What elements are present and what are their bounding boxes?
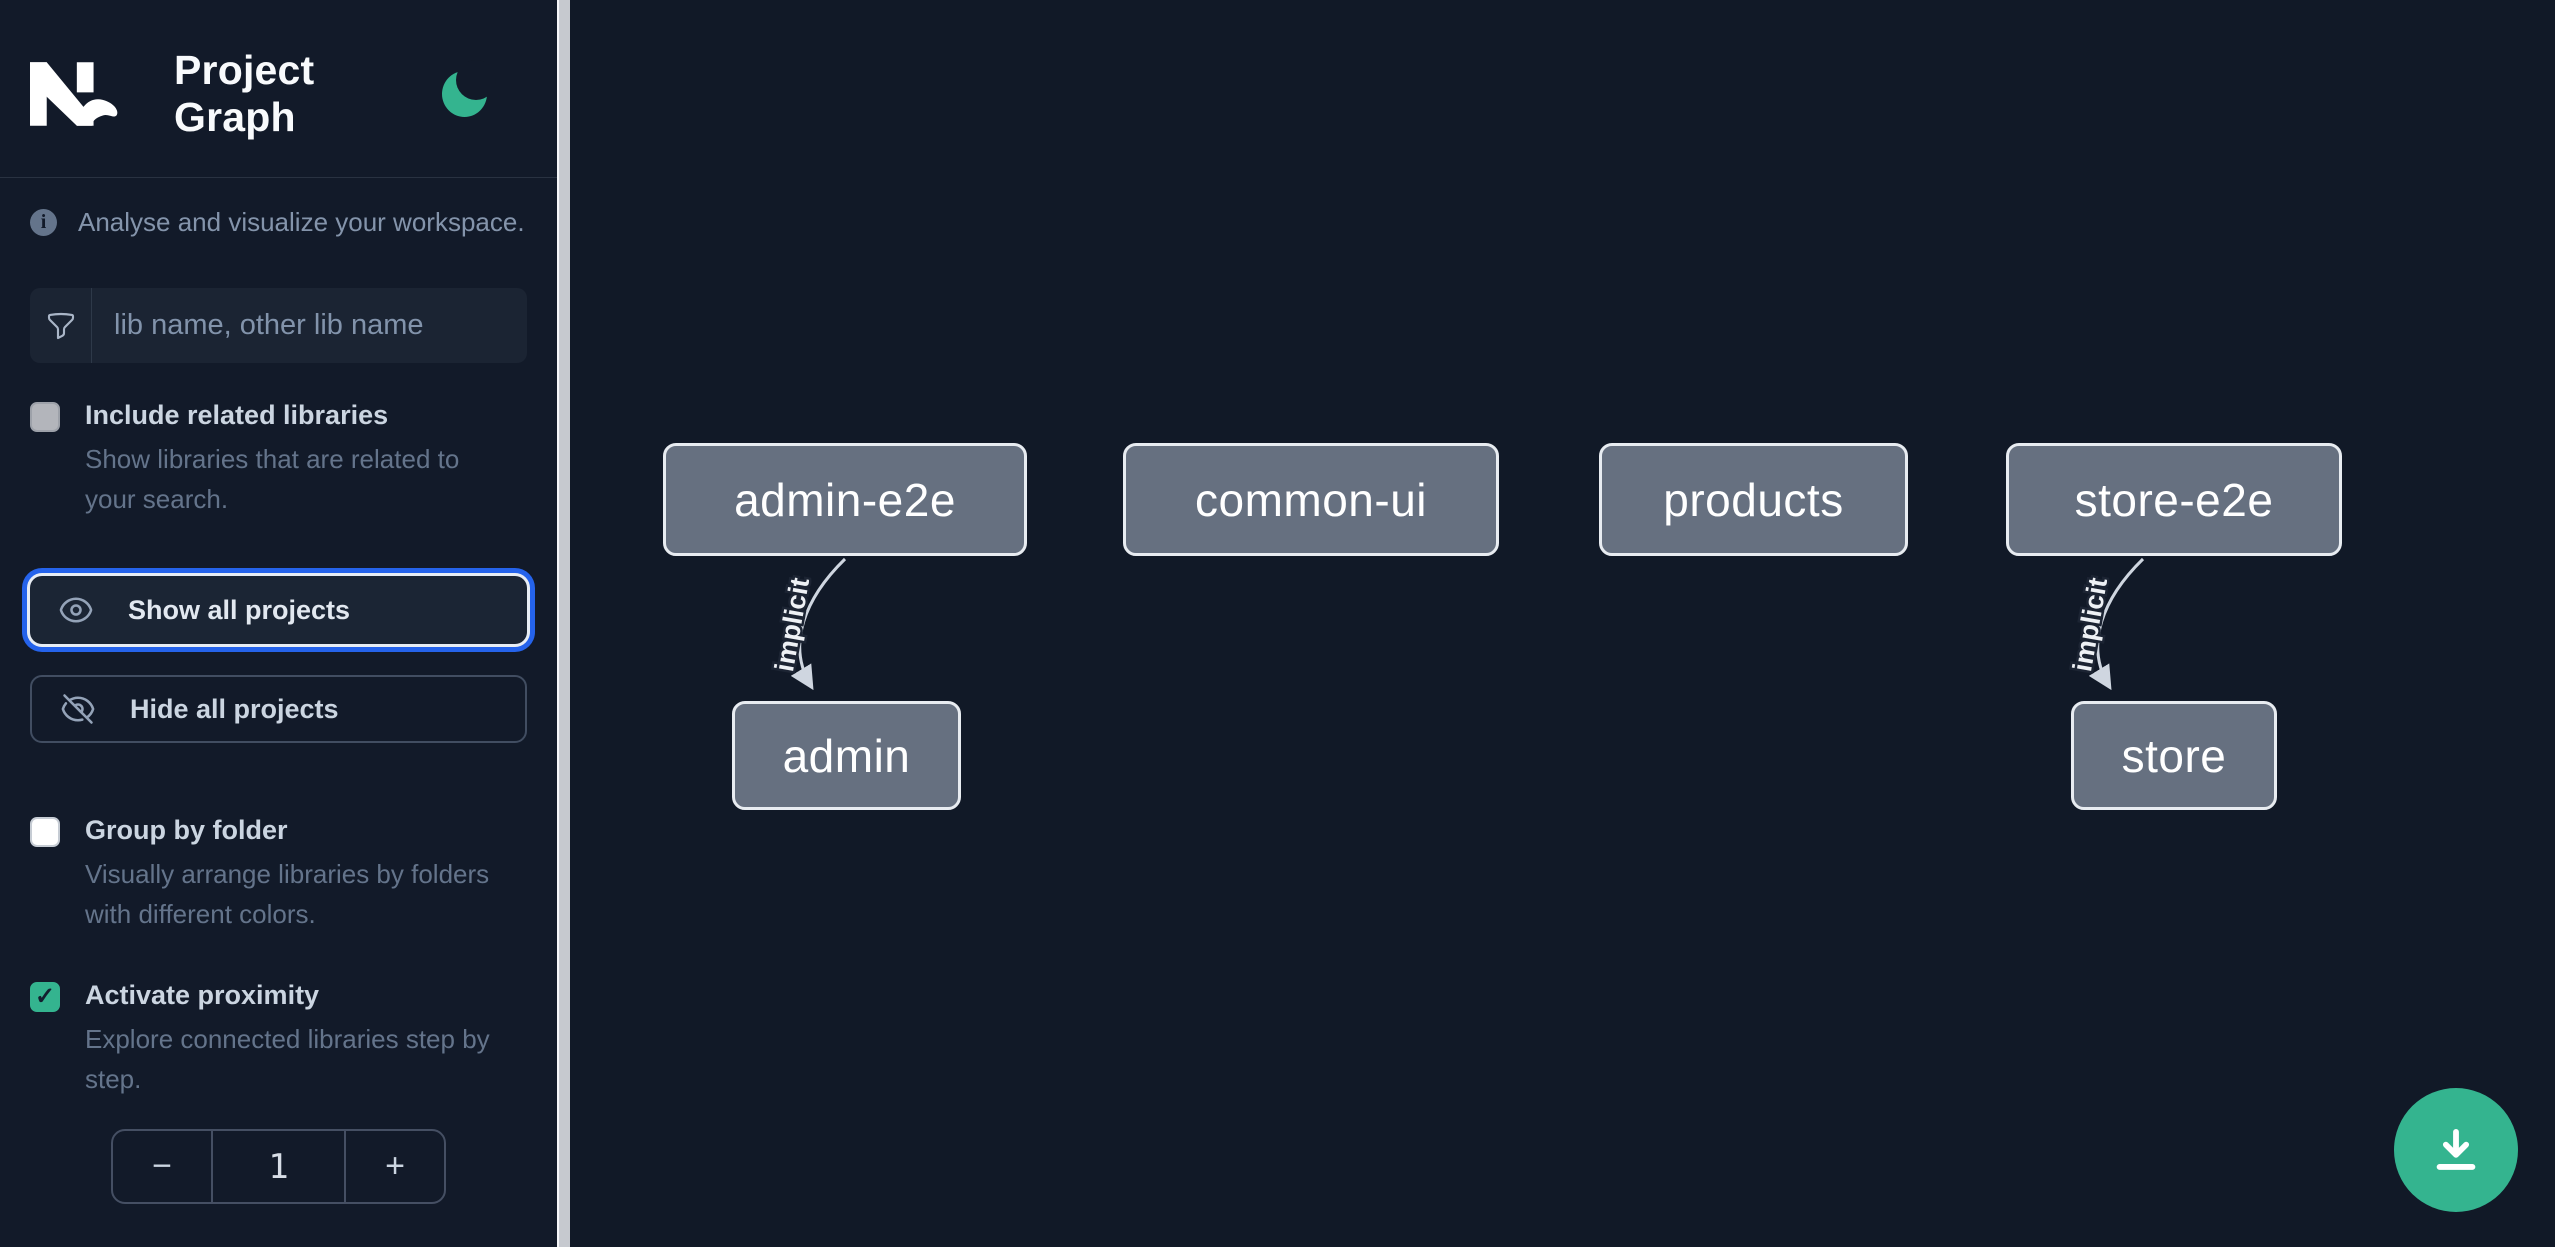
info-icon: i bbox=[30, 209, 57, 236]
node-admin-e2e[interactable]: admin-e2e bbox=[663, 443, 1027, 556]
edge-label-implicit-admin: implicit bbox=[769, 576, 815, 674]
node-store-label: store bbox=[2121, 729, 2227, 782]
edges-layer: implicit implicit bbox=[767, 557, 2145, 691]
node-common-ui[interactable]: common-ui bbox=[1123, 443, 1499, 556]
filter-input[interactable] bbox=[92, 288, 527, 363]
group-by-folder-label[interactable]: Group by folder bbox=[85, 815, 288, 845]
sidebar-header: Project Graph bbox=[0, 0, 557, 178]
activate-proximity-description: Explore connected libraries step by step… bbox=[85, 1024, 490, 1094]
checkmark-icon: ✓ bbox=[34, 983, 56, 1010]
hide-all-projects-button[interactable]: Hide all projects bbox=[30, 675, 527, 743]
node-store-e2e-label: store-e2e bbox=[2074, 473, 2274, 526]
group-by-folder-checkbox[interactable] bbox=[30, 817, 60, 847]
graph-canvas[interactable]: implicit implicit admin-e2e common-ui pr… bbox=[570, 0, 2555, 1247]
moon-icon[interactable] bbox=[441, 59, 496, 117]
node-admin-e2e-label: admin-e2e bbox=[734, 473, 956, 526]
decrement-button[interactable]: − bbox=[152, 1147, 172, 1185]
download-image-button[interactable] bbox=[2394, 1088, 2518, 1212]
sidebar-scrollbar[interactable] bbox=[557, 0, 570, 1247]
edge-admin-e2e-admin[interactable] bbox=[790, 557, 847, 691]
hide-all-projects-label: Hide all projects bbox=[130, 693, 339, 724]
activate-proximity-row: ✓ Activate proximity Explore connected l… bbox=[30, 980, 527, 1099]
node-store-e2e[interactable]: store-e2e bbox=[2006, 443, 2342, 556]
nx-logo bbox=[30, 61, 122, 126]
sidebar: Project Graph i Analyse and visualize yo… bbox=[0, 0, 557, 1247]
node-admin[interactable]: admin bbox=[732, 701, 961, 810]
include-related-row: Include related libraries Show libraries… bbox=[30, 400, 527, 519]
node-common-ui-label: common-ui bbox=[1194, 473, 1427, 526]
intro-text: Analyse and visualize your workspace. bbox=[78, 207, 525, 237]
include-related-checkbox[interactable] bbox=[30, 402, 60, 432]
node-products[interactable]: products bbox=[1599, 443, 1908, 556]
filter-box bbox=[30, 288, 527, 363]
node-admin-label: admin bbox=[782, 729, 911, 782]
activate-proximity-checkbox[interactable]: ✓ bbox=[30, 982, 60, 1012]
sidebar-body: i Analyse and visualize your workspace. … bbox=[0, 178, 557, 1247]
include-related-label[interactable]: Include related libraries bbox=[85, 400, 389, 430]
node-store[interactable]: store bbox=[2071, 701, 2277, 810]
group-by-folder-row: Group by folder Visually arrange librari… bbox=[30, 815, 527, 934]
proximity-depth-value: 1 bbox=[211, 1131, 346, 1202]
activate-proximity-label[interactable]: Activate proximity bbox=[85, 980, 320, 1010]
group-by-folder-description: Visually arrange libraries by folders wi… bbox=[85, 859, 490, 929]
show-all-projects-button[interactable]: Show all projects bbox=[30, 576, 527, 644]
show-all-projects-label: Show all projects bbox=[128, 594, 351, 625]
node-products-label: products bbox=[1663, 473, 1844, 526]
include-related-description: Show libraries that are related to your … bbox=[85, 444, 460, 514]
eye-slash-icon bbox=[61, 694, 95, 724]
funnel-icon bbox=[30, 288, 92, 363]
edge-store-e2e-store[interactable] bbox=[2088, 557, 2145, 691]
include-related-texts: Include related libraries Show libraries… bbox=[85, 400, 515, 519]
eye-icon bbox=[59, 597, 93, 623]
activate-proximity-texts: Activate proximity Explore connected lib… bbox=[85, 980, 515, 1099]
download-icon bbox=[2436, 1128, 2476, 1170]
intro-row: i Analyse and visualize your workspace. bbox=[30, 207, 527, 238]
page-title: Project Graph bbox=[174, 46, 315, 140]
moon-cut bbox=[456, 59, 496, 100]
increment-button[interactable]: + bbox=[385, 1147, 405, 1185]
edge-label-implicit-store: implicit bbox=[2067, 576, 2113, 674]
proximity-stepper: − 1 + bbox=[111, 1129, 446, 1204]
group-by-folder-texts: Group by folder Visually arrange librari… bbox=[85, 815, 515, 934]
